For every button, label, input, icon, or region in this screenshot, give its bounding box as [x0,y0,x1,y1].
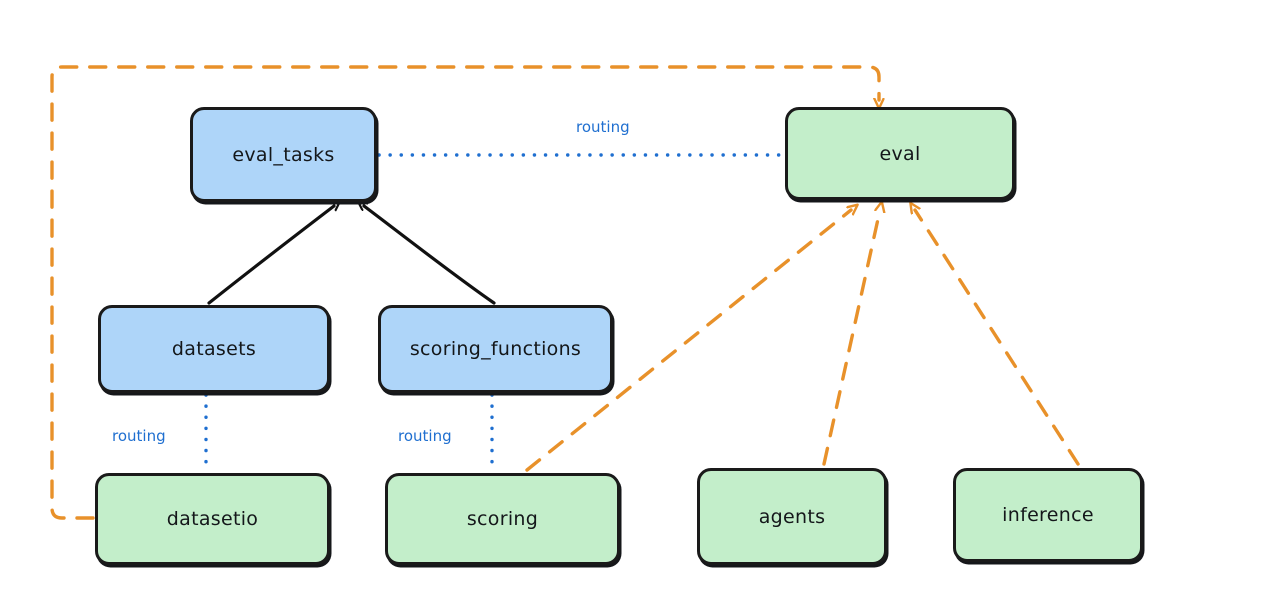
edge-scoring-to-eval [525,210,851,472]
node-eval-label: eval [879,142,921,165]
edge-label-routing-eval-tasks-eval: routing [576,118,630,136]
node-datasets[interactable]: datasets [98,305,330,393]
node-agents[interactable]: agents [697,468,887,565]
node-scoring[interactable]: scoring [385,473,620,565]
edge-label-routing-scoring-functions-scoring: routing [398,427,452,445]
node-inference-label: inference [1002,504,1094,526]
node-datasetio-label: datasetio [166,508,259,530]
edge-agents-to-eval [822,210,880,466]
node-eval-tasks-label: eval_tasks [232,143,335,166]
node-datasetio[interactable]: datasetio [95,473,330,565]
node-scoring-functions[interactable]: scoring_functions [378,305,613,393]
node-agents-label: agents [758,505,826,528]
edge-datasetio-to-eval [50,65,879,520]
edge-scoring-functions-to-eval-tasks [364,206,496,305]
node-scoring-label: scoring [466,508,539,530]
edge-datasets-to-eval-tasks [207,206,334,305]
node-inference[interactable]: inference [953,468,1143,562]
edge-inference-to-eval [915,210,1080,466]
node-eval[interactable]: eval [785,107,1015,200]
node-eval-tasks[interactable]: eval_tasks [190,107,377,202]
edge-label-routing-datasets-datasetio: routing [112,427,166,445]
node-datasets-label: datasets [171,338,257,360]
node-scoring-functions-label: scoring_functions [409,338,582,360]
